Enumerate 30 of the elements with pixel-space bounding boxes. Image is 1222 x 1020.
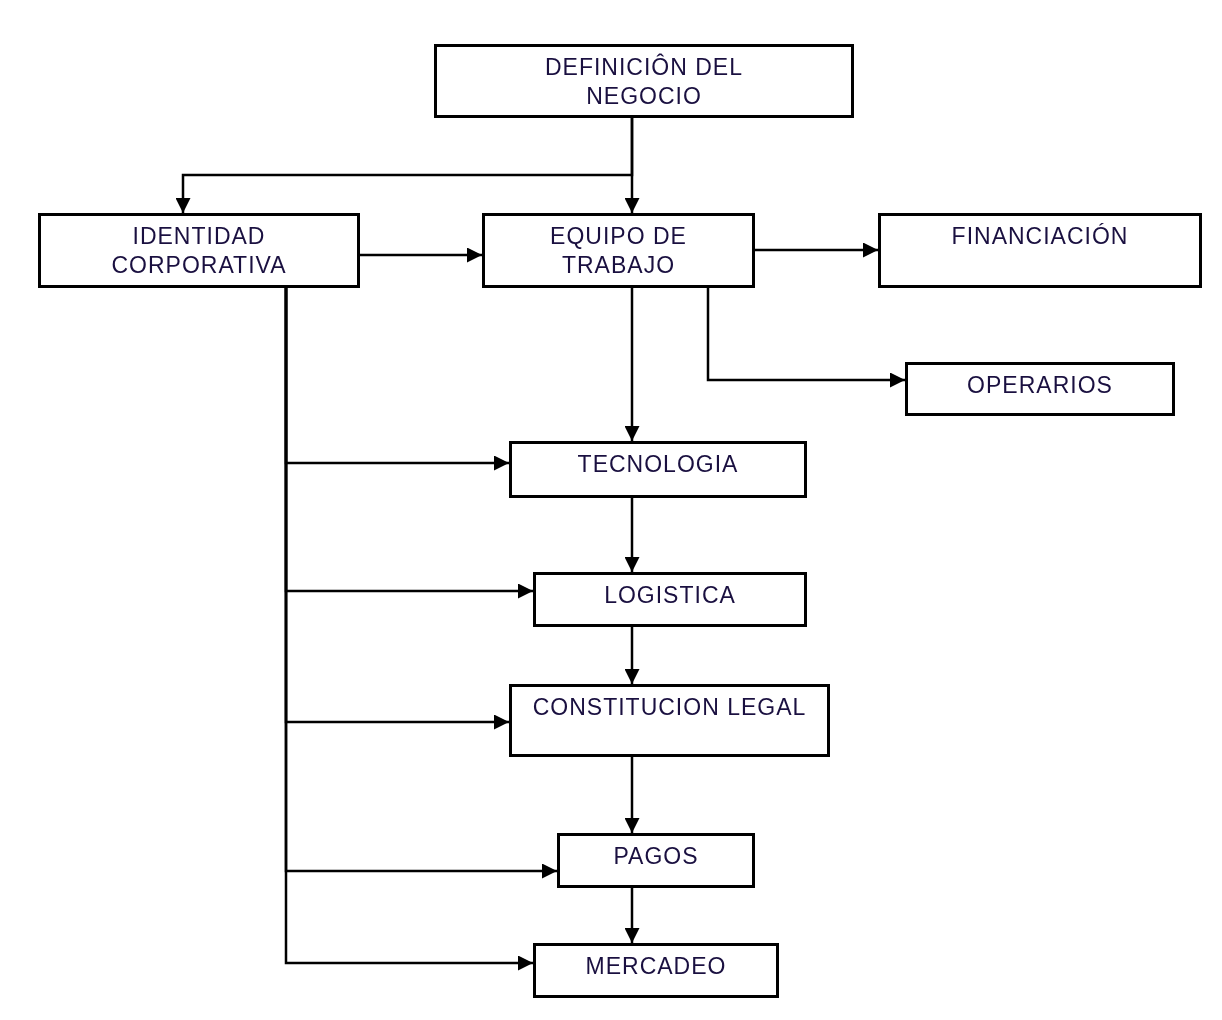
arrow bbox=[624, 757, 640, 833]
arrow bbox=[624, 118, 640, 213]
arrow bbox=[624, 888, 640, 943]
box-label: LOGISTICA bbox=[604, 581, 736, 610]
process-box bbox=[509, 441, 807, 498]
process-box bbox=[434, 44, 854, 118]
process-box bbox=[557, 833, 755, 888]
arrow bbox=[755, 242, 878, 258]
process-box bbox=[509, 684, 830, 757]
box-label: FINANCIACIÓN bbox=[951, 222, 1129, 251]
arrow bbox=[706, 288, 905, 388]
box-label: CONSTITUCION LEGAL bbox=[532, 693, 807, 722]
box-label: EQUIPO DE TRABAJO bbox=[549, 222, 688, 280]
arrow bbox=[624, 627, 640, 684]
process-box bbox=[878, 213, 1202, 288]
box-label: PAGOS bbox=[613, 842, 699, 871]
box-label: TECNOLOGIA bbox=[577, 450, 739, 479]
box-label: IDENTIDAD CORPORATIVA bbox=[110, 222, 288, 280]
process-box bbox=[482, 213, 755, 288]
arrow bbox=[284, 288, 533, 971]
arrow bbox=[624, 288, 640, 441]
process-box bbox=[533, 572, 807, 627]
process-box bbox=[905, 362, 1175, 416]
box-label: MERCADEO bbox=[585, 952, 727, 981]
box-label: DEFINICIÔN DEL NEGOCIO bbox=[544, 53, 744, 111]
process-box bbox=[533, 943, 779, 998]
arrow bbox=[624, 498, 640, 572]
box-label: OPERARIOS bbox=[967, 371, 1113, 400]
process-box bbox=[38, 213, 360, 288]
arrow bbox=[360, 247, 482, 263]
